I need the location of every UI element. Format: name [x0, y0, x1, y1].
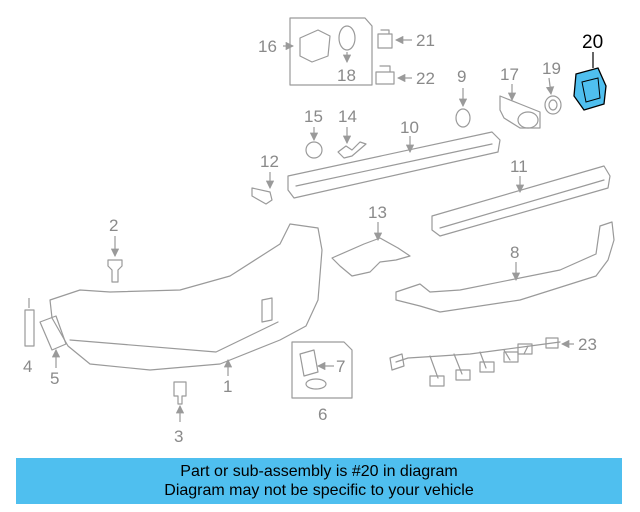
part-2-screw[interactable] — [107, 236, 123, 283]
part-23-wire-harness[interactable] — [389, 337, 574, 387]
callout-23: 23 — [578, 335, 597, 354]
callout-10: 10 — [400, 118, 419, 137]
banner-line-2: Diagram may not be specific to your vehi… — [164, 482, 474, 499]
part-15-nut[interactable] — [305, 127, 323, 159]
callout-3: 3 — [174, 427, 183, 446]
part-11-absorber[interactable] — [431, 165, 611, 237]
callout-16: 16 — [258, 37, 277, 56]
callout-2: 2 — [109, 216, 118, 235]
part-9-grommet[interactable] — [455, 88, 471, 128]
part-3-bolt[interactable] — [173, 381, 187, 422]
callout-4: 4 — [23, 357, 32, 376]
callout-21: 21 — [416, 31, 435, 50]
part-20-bracket-highlighted[interactable] — [573, 52, 607, 111]
part-1-bumper-cover[interactable] — [49, 223, 323, 376]
callout-13: 13 — [368, 203, 387, 222]
callout-15: 15 — [304, 107, 323, 126]
callout-18: 18 — [337, 66, 356, 85]
callout-14: 14 — [338, 107, 357, 126]
callout-19: 19 — [542, 59, 561, 78]
callout-11: 11 — [510, 157, 528, 176]
part-5-reflector[interactable] — [39, 315, 67, 368]
callout-5: 5 — [50, 369, 59, 388]
part-13-bracket[interactable] — [331, 222, 411, 277]
part-10-reinforcement[interactable] — [287, 131, 501, 199]
part-14-bolt[interactable] — [337, 127, 367, 159]
callout-22: 22 — [416, 69, 435, 88]
callout-20: 20 — [582, 32, 603, 53]
part-6-7-group[interactable] — [291, 341, 353, 399]
info-banner: Part or sub-assembly is #20 in diagram D… — [16, 458, 622, 504]
banner-line-1: Part or sub-assembly is #20 in diagram — [180, 463, 458, 480]
callout-9: 9 — [457, 67, 466, 86]
part-16-18-group[interactable] — [283, 17, 373, 86]
part-12-bolt[interactable] — [251, 172, 275, 205]
part-17-sensor[interactable] — [499, 84, 541, 129]
callout-6: 6 — [318, 405, 327, 424]
part-19-ring[interactable] — [544, 77, 562, 115]
callout-17: 17 — [500, 65, 519, 84]
part-22-clip[interactable] — [375, 65, 412, 85]
callout-12: 12 — [260, 152, 279, 171]
callout-8: 8 — [510, 243, 519, 262]
part-4-strip[interactable] — [24, 298, 35, 347]
callout-7: 7 — [336, 357, 345, 376]
part-8-lower-panel[interactable] — [395, 221, 615, 313]
part-21-clip[interactable] — [377, 29, 412, 49]
callout-1: 1 — [223, 377, 232, 396]
